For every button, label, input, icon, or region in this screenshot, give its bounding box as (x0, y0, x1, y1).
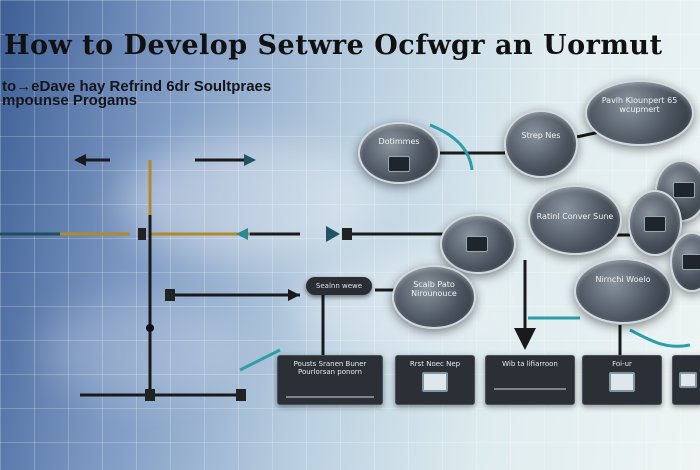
connector-label: Sealnn wewe (306, 277, 372, 295)
monitor-icon (673, 182, 695, 198)
arrow-head (514, 328, 536, 350)
process-card (672, 355, 700, 405)
node-label: Pavlh Klounpert 65 wcupmert (601, 95, 678, 114)
card-label: Pousts Sranen Buner Pourlorsan ponorn (293, 360, 367, 376)
node-label: Dotimmes (378, 136, 420, 146)
arrow-head (236, 228, 248, 240)
diagram-node: Scalb Pato Nirounouce (392, 265, 476, 329)
smoke-haze (40, 300, 240, 400)
card-label: Wib ta lifiarroon (502, 360, 558, 368)
subtitle-line: to→eDave hay Refrind 6dr Soultpraes (2, 78, 272, 95)
wire-joint (165, 289, 175, 301)
diagram-node: Nirnchi Woelo (574, 258, 672, 324)
node-label: Ratinl Conver Sune (536, 212, 614, 222)
card-label: Foi-ur (612, 360, 632, 368)
subtitle-line: mpounse Progams (2, 92, 138, 109)
card-label: Rrst Noec Nep (409, 360, 461, 368)
diagram-node: Strep Nes (504, 110, 578, 178)
arrow-head (74, 154, 86, 166)
page-subtitle: to→eDave hay Refrind 6dr Soultpraes mpou… (2, 78, 272, 109)
wire-joint (146, 324, 154, 332)
process-card: Foi-ur (582, 355, 662, 405)
diagram-node: Pavlh Klounpert 65 wcupmert (585, 80, 694, 146)
arrow-head (244, 154, 256, 166)
node-label: Strep Nes (521, 131, 561, 141)
wire-joint (342, 228, 352, 240)
page-title: How to Develop Setwre Ocfwgr an Uormut (4, 30, 663, 61)
card-divider (494, 388, 566, 390)
monitor-icon (679, 372, 697, 388)
monitor-icon (422, 372, 448, 392)
node-label: Nirnchi Woelo (595, 274, 651, 284)
process-card: Wib ta lifiarroon (485, 355, 575, 405)
wire-joint (236, 389, 246, 401)
diagram-node: Dotimmes (358, 122, 440, 184)
wire (239, 348, 281, 372)
arrow-head (288, 289, 300, 301)
card-divider (286, 396, 374, 398)
monitor-icon (609, 372, 635, 392)
monitor-icon (388, 156, 410, 172)
diagram-node (628, 190, 682, 256)
process-card: Rrst Noec Nep (395, 355, 475, 405)
process-card: Pousts Sranen Buner Pourlorsan ponorn (277, 355, 383, 405)
monitor-icon (644, 216, 666, 232)
arrow-head (326, 226, 340, 242)
node-label: Scalb Pato Nirounouce (411, 280, 457, 299)
diagram-node: Ratinl Conver Sune (528, 185, 622, 255)
wire (429, 123, 474, 171)
monitor-icon (466, 236, 488, 252)
wire-joint (138, 228, 146, 240)
wire-joint (145, 389, 155, 401)
diagram-node (440, 214, 516, 274)
monitor-icon (682, 254, 700, 270)
wire (629, 328, 691, 348)
